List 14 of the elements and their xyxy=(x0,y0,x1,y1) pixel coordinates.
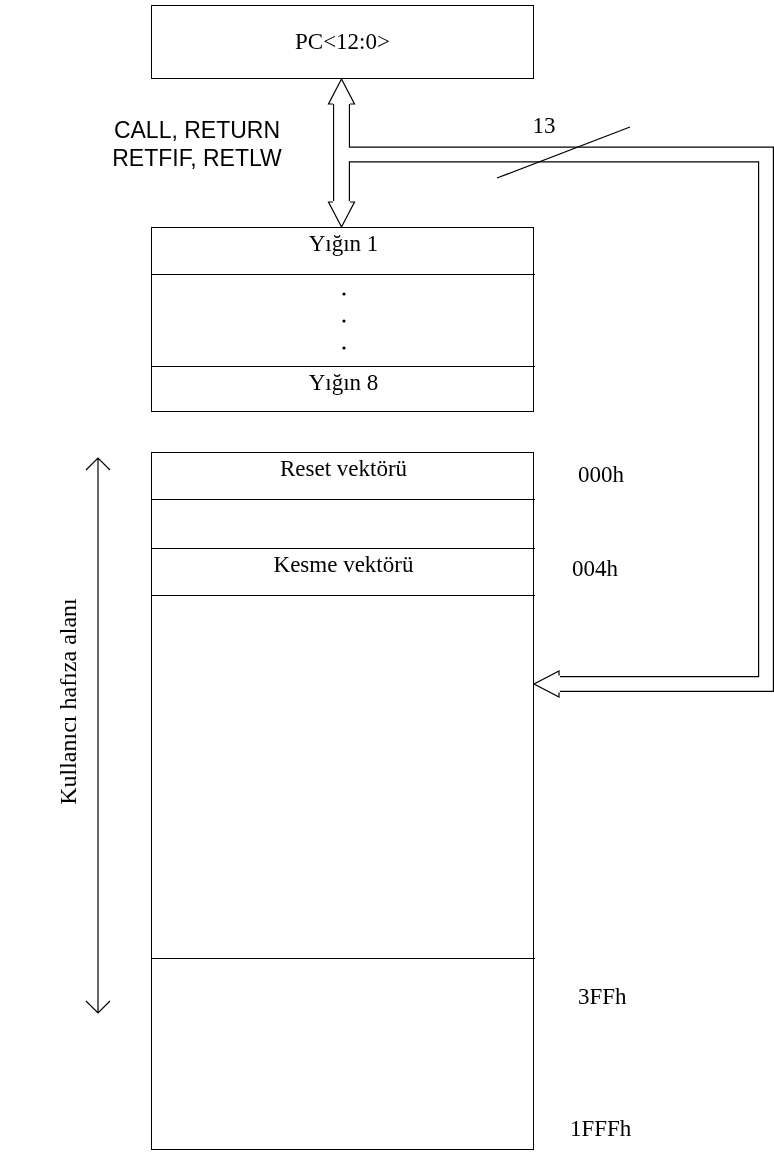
address-label: 004h xyxy=(572,556,618,582)
node-text: Kesme vektörü xyxy=(273,551,414,579)
node-text: PC<12:0> xyxy=(295,28,390,57)
node-text: Yığın 1 xyxy=(308,230,379,258)
node-text: Reset vektörü xyxy=(279,455,408,483)
address-label: 000h xyxy=(578,462,624,488)
memory-area-label: Kullanıcı hafıza alanı xyxy=(54,597,82,807)
stack-block xyxy=(151,227,534,412)
address-label: 1FFFh xyxy=(570,1116,632,1142)
address-label: 3FFh xyxy=(578,984,627,1010)
program-memory-block xyxy=(151,452,534,1150)
bus-arrow xyxy=(327,78,356,228)
node-text: Yığın 8 xyxy=(308,369,379,397)
register-box xyxy=(151,5,534,79)
